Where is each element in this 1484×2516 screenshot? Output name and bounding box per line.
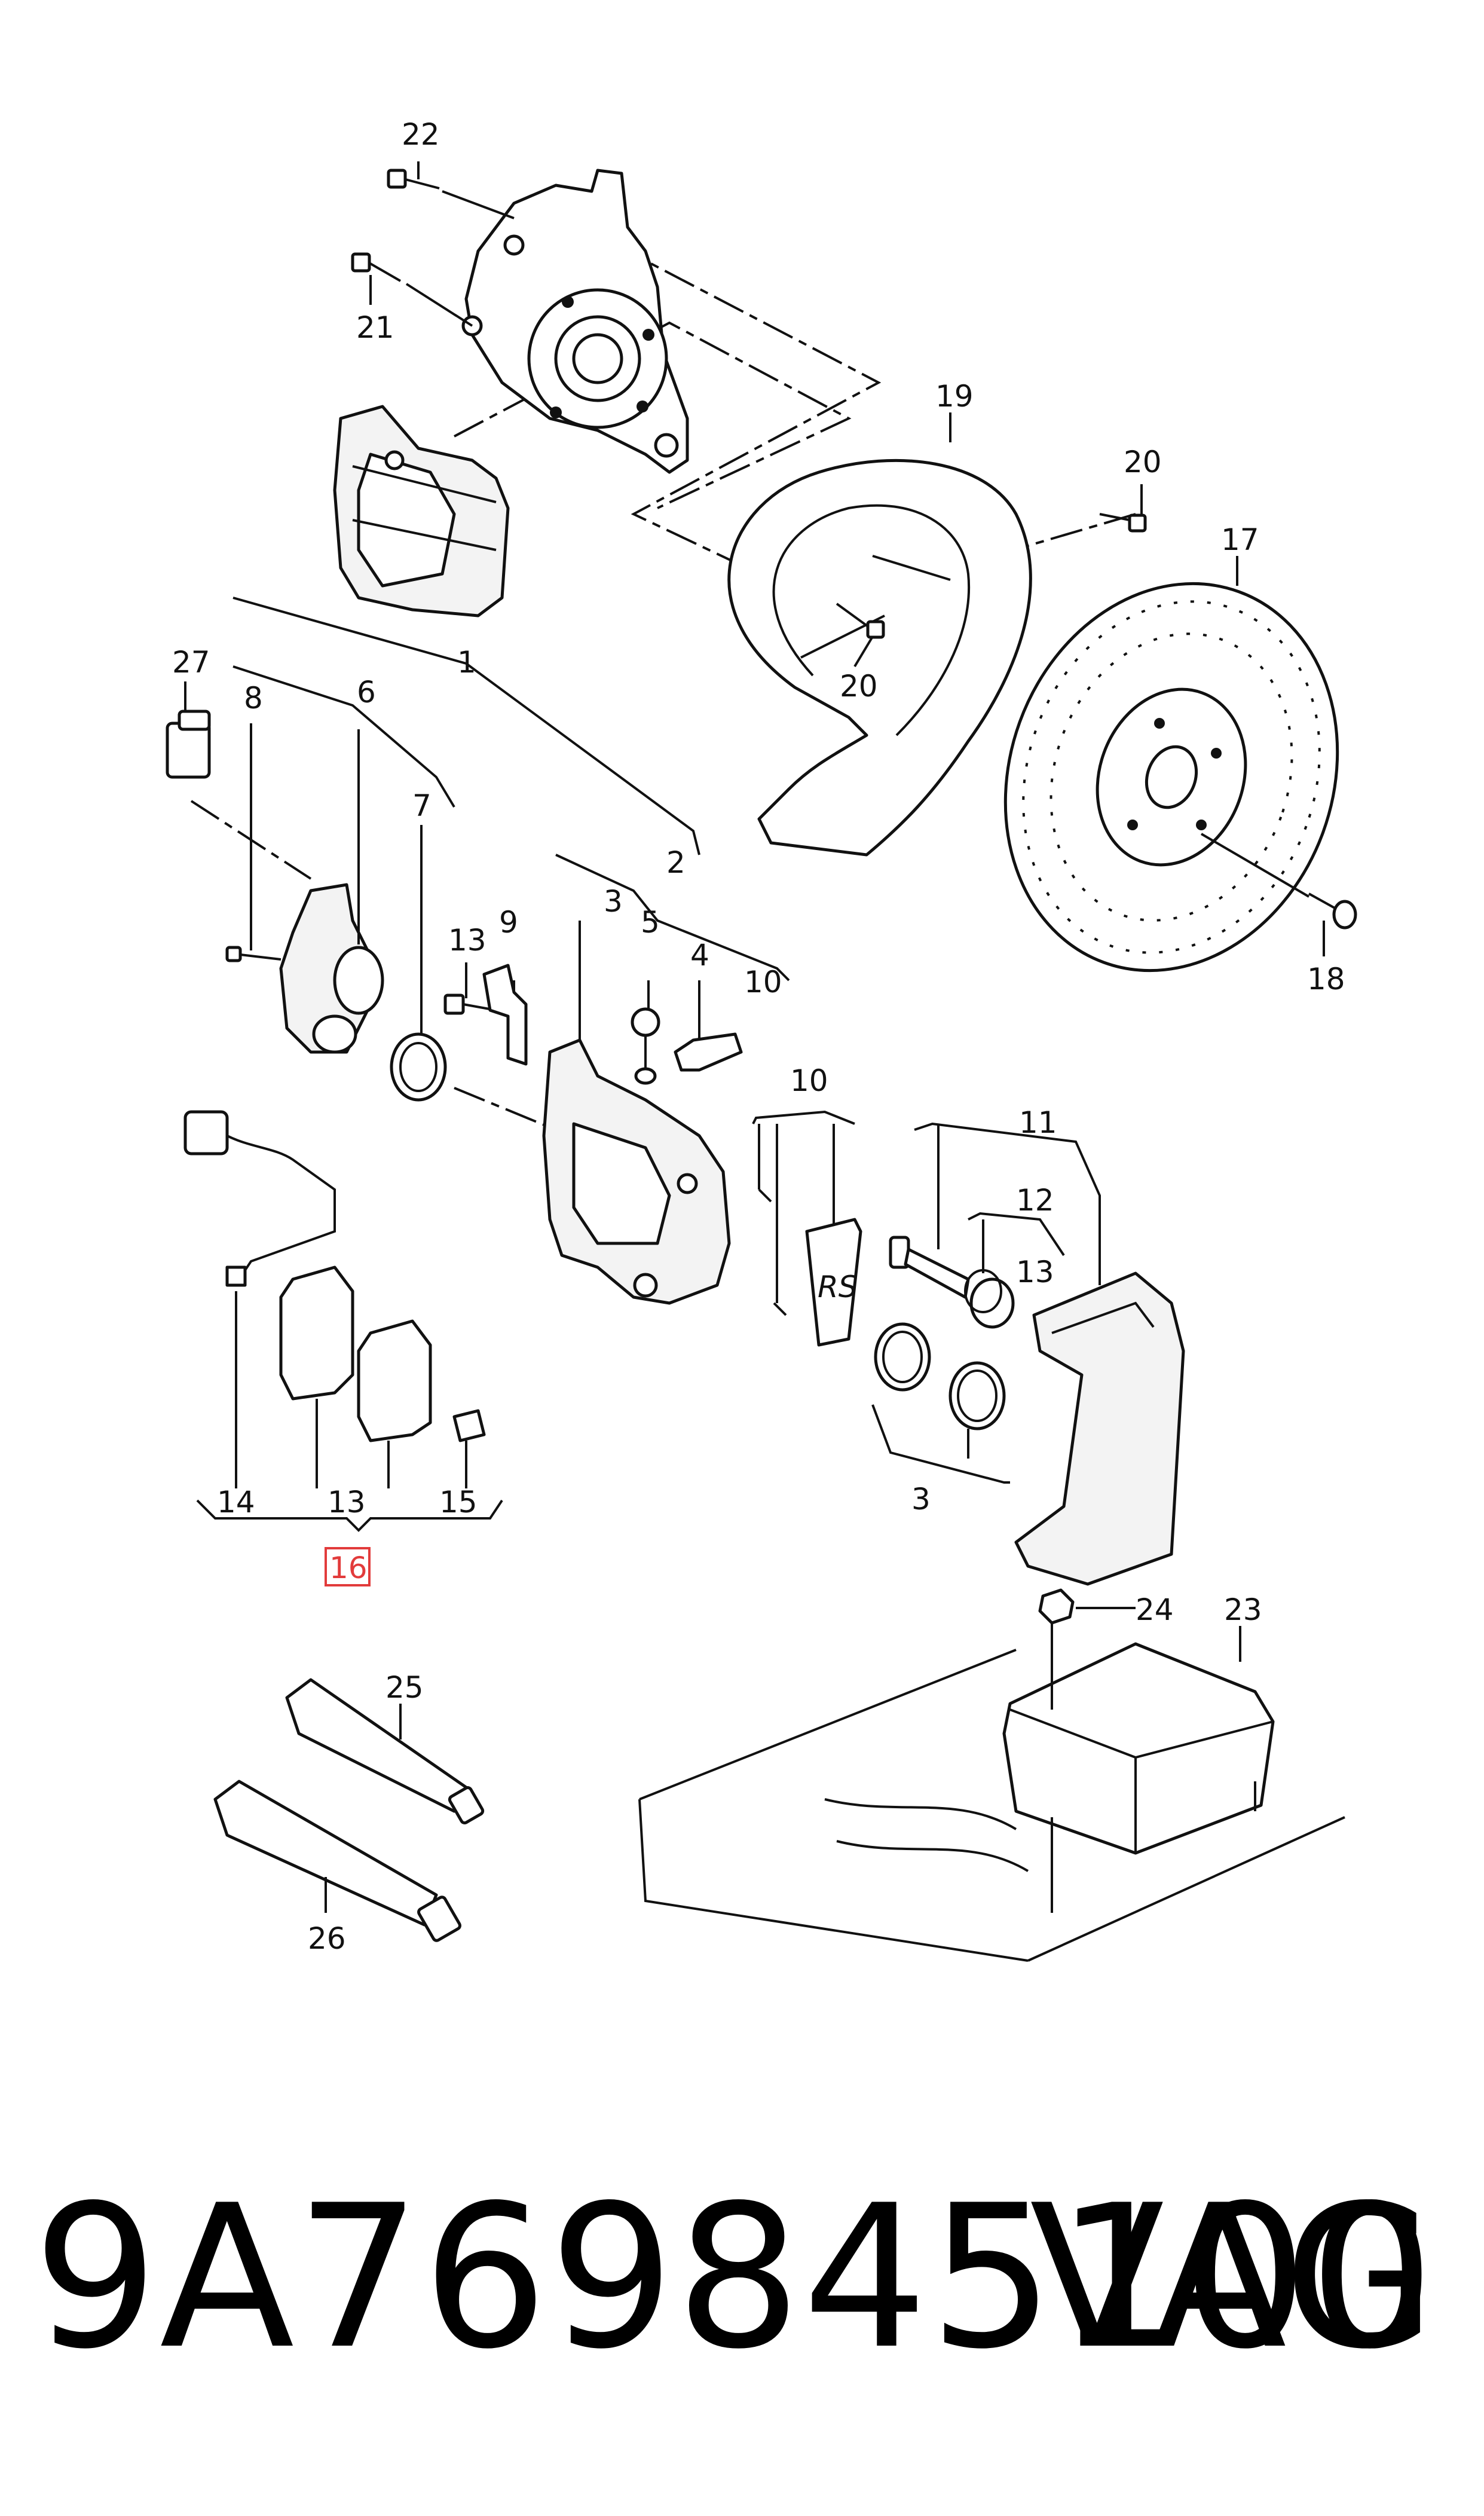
callout-16-box — [325, 1547, 371, 1586]
brake-disc — [1003, 582, 1339, 973]
callout-10-upper: 10 — [744, 965, 782, 999]
callout-18: 18 — [1307, 962, 1345, 996]
splash-shield — [727, 458, 1032, 857]
callout-13-lower: 13 — [328, 1485, 366, 1520]
callout-13-upper: 13 — [448, 923, 486, 958]
bolt-13-lower — [889, 1236, 970, 1299]
callout-15: 15 — [439, 1485, 478, 1520]
callout-14: 14 — [217, 1485, 255, 1520]
callout-5: 5 — [641, 905, 660, 940]
callout-2: 2 — [666, 845, 686, 880]
callout-6: 6 — [357, 675, 376, 710]
bolt-22 — [387, 169, 515, 219]
callout-25: 25 — [385, 1670, 424, 1705]
control-unit-23 — [1002, 1642, 1275, 1855]
callout-3-lower: 3 — [911, 1482, 931, 1517]
bolt-20-lower — [836, 603, 885, 639]
callout-20-upper: 20 — [1124, 445, 1162, 479]
callout-7: 7 — [412, 788, 432, 823]
caliper-housing — [542, 1038, 731, 1305]
brake-pads — [279, 1265, 486, 1442]
bushing-12 — [964, 1269, 1015, 1329]
seal-rings-3 — [874, 1322, 1006, 1430]
callout-4: 4 — [690, 938, 709, 973]
cap-5 — [631, 1007, 660, 1085]
o-ring-7 — [390, 1032, 447, 1102]
callout-26: 26 — [308, 1921, 346, 1956]
disc-screw-18 — [1200, 833, 1357, 930]
callout-16: 16 — [329, 1551, 368, 1585]
grease-tube-26 — [213, 1780, 461, 1942]
actuator-motor-6 — [279, 883, 384, 1054]
callout-12: 12 — [1016, 1183, 1054, 1218]
bolt-20-upper — [1099, 513, 1147, 533]
bolt-21 — [351, 252, 473, 327]
callout-20-lower: 20 — [840, 669, 878, 704]
grease-tube-25 — [285, 1678, 485, 1824]
wheel-hub-knuckle — [461, 169, 689, 474]
connector-27 — [166, 710, 211, 779]
callout-22: 22 — [402, 117, 440, 152]
callout-19: 19 — [935, 379, 974, 414]
callout-24: 24 — [1136, 1592, 1174, 1627]
svg-text:RS: RS — [818, 1270, 857, 1304]
bracket-9 — [482, 964, 528, 1066]
bolt-8 — [225, 946, 281, 962]
callout-11: 11 — [1019, 1105, 1057, 1140]
callout-labels: 22 21 19 20 17 20 18 1 27 8 6 7 2 3 13 9… — [172, 117, 1345, 1956]
callout-1: 1 — [457, 645, 476, 680]
brand-name: VAG — [1029, 2163, 1436, 2392]
callout-27: 27 — [172, 645, 210, 680]
caliper-bracket-11 — [1014, 1271, 1185, 1586]
footer: 9A769845100 VAG — [0, 2152, 1484, 2403]
callout-23: 23 — [1224, 1592, 1262, 1627]
caliper-assembly-top — [333, 405, 510, 617]
stud-bolts — [1051, 1781, 1256, 1913]
bleeder-4 — [674, 1032, 743, 1072]
callout-10-lower: 10 — [790, 1063, 828, 1098]
callout-3-upper: 3 — [604, 884, 623, 919]
callout-17: 17 — [1221, 522, 1259, 557]
part-number: 9A769845100 — [33, 2163, 1436, 2392]
guide-pins-10: RS — [758, 1188, 862, 1347]
floor-panel — [638, 1649, 1345, 1962]
callout-9: 9 — [499, 905, 518, 940]
callout-13-right: 13 — [1016, 1255, 1054, 1289]
callout-21: 21 — [356, 310, 394, 345]
callout-8: 8 — [244, 681, 263, 716]
wear-sensor-14 — [183, 1110, 336, 1287]
exploded-parts-diagram: RS — [166, 117, 1357, 1962]
nut-24 — [1038, 1588, 1075, 1625]
leader-lines — [184, 161, 1325, 1913]
